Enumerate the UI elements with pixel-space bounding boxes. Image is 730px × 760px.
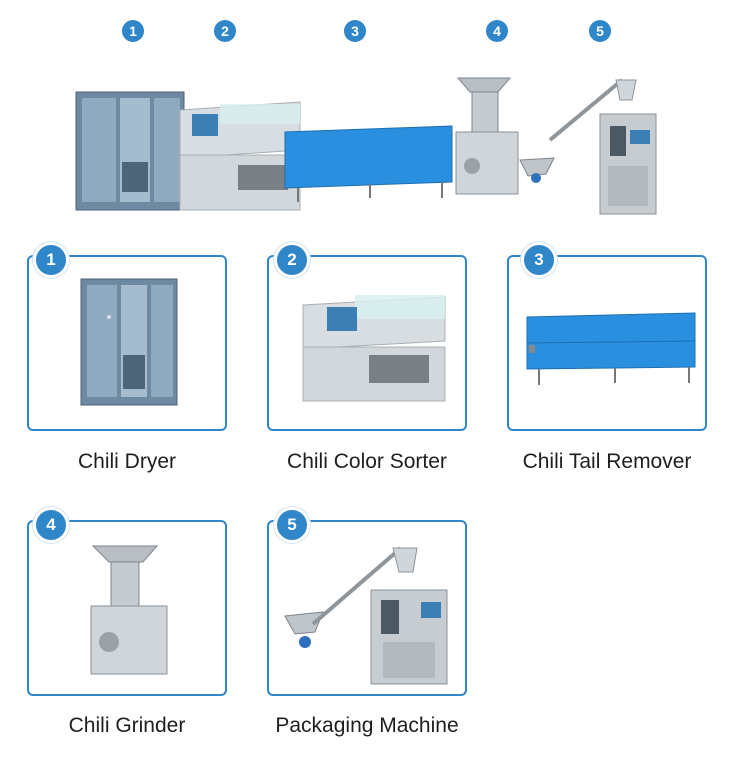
tail-remover-illustration: [284, 125, 453, 202]
card-chili-color-sorter: [267, 255, 467, 431]
step-3-badge: 3: [521, 242, 557, 278]
step-4-badge-top: 4: [486, 20, 508, 42]
step-2-badge: 2: [274, 242, 310, 278]
step-2-badge-top: 2: [214, 20, 236, 42]
step-4-badge: 4: [33, 507, 69, 543]
card-chili-grinder: [27, 520, 227, 696]
dryer-image: [80, 278, 178, 406]
step-5-badge: 5: [274, 507, 310, 543]
step-4-label: Chili Grinder: [68, 714, 186, 737]
tail-remover-image: [526, 312, 696, 385]
card-packaging-machine: [267, 520, 467, 696]
step-2-label: Chili Color Sorter: [287, 450, 447, 473]
grinder-illustration: [455, 77, 555, 195]
grinder-image: [90, 545, 168, 675]
step-5-badge-top: 5: [589, 20, 611, 42]
color-sorter-illustration: [179, 101, 301, 211]
step-3-badge-top: 3: [344, 20, 366, 42]
production-line-image: [75, 77, 657, 215]
step-3-label: Chili Tail Remover: [522, 450, 692, 473]
dryer-illustration: [75, 91, 185, 211]
packaging-image: [284, 546, 448, 685]
packaging-illustration: [548, 78, 657, 215]
color-sorter-image: [302, 295, 446, 402]
card-chili-tail-remover: [507, 255, 707, 431]
step-1-badge-top: 1: [122, 20, 144, 42]
card-chili-dryer: [27, 255, 227, 431]
step-5-label: Packaging Machine: [275, 714, 459, 737]
step-1-badge: 1: [33, 242, 69, 278]
step-1-label: Chili Dryer: [77, 450, 176, 473]
